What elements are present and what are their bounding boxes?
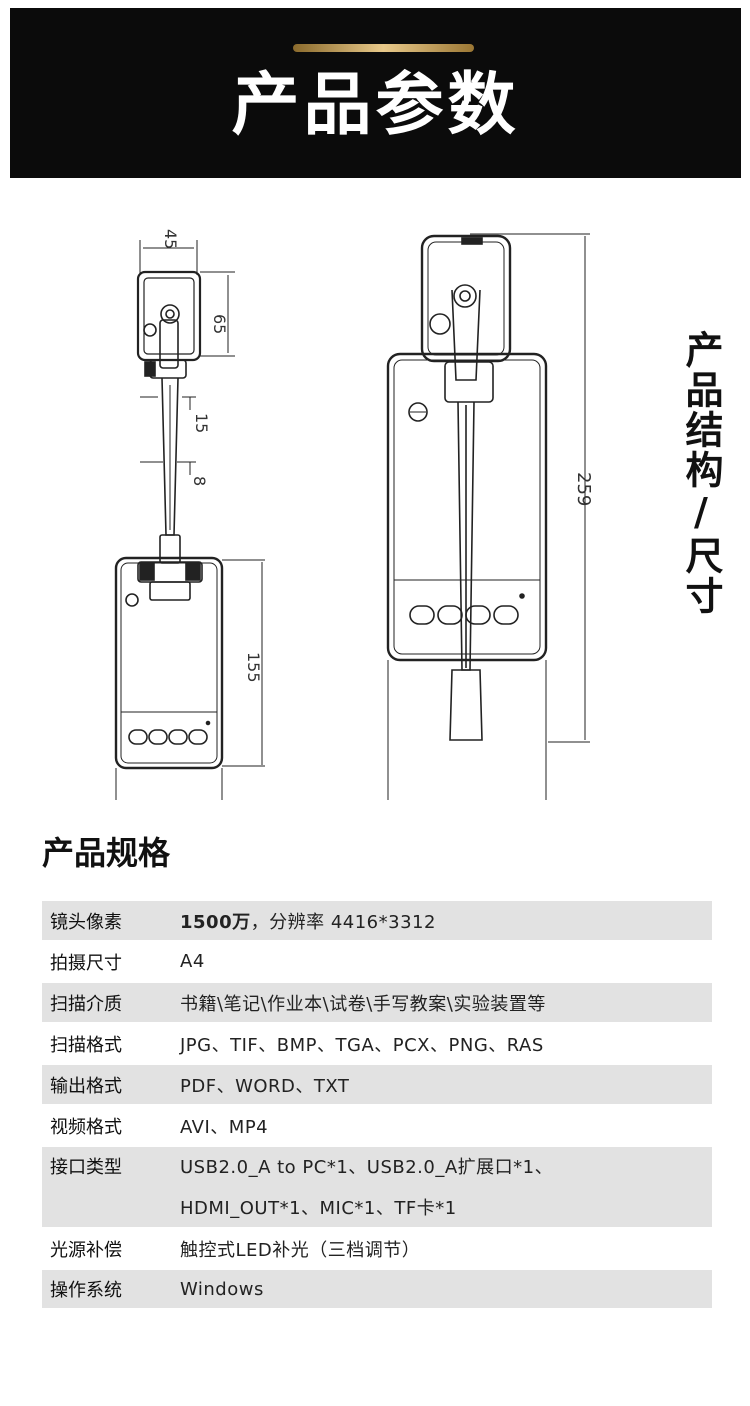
spec-value: 1500万，分辨率 4416*3312 xyxy=(170,908,712,934)
spec-row-video-format: 视频格式 AVI、MP4 xyxy=(42,1106,712,1147)
spec-row-light-compensation: 光源补偿 触控式LED补光（三档调节） xyxy=(42,1229,712,1270)
spec-value: 触控式LED补光（三档调节） xyxy=(180,1239,421,1261)
dim-15: 15 xyxy=(192,413,211,433)
spec-value: 书籍\笔记\作业本\试卷\手写教案\实验装置等 xyxy=(180,993,546,1015)
spec-value: A4 xyxy=(180,951,205,972)
spec-value: PDF、WORD、TXT xyxy=(180,1075,350,1097)
spec-label: 视频格式 xyxy=(50,1116,122,1138)
spec-row-scan-media: 扫描介质 书籍\笔记\作业本\试卷\手写教案\实验装置等 xyxy=(42,983,712,1024)
spec-label: 输出格式 xyxy=(50,1075,122,1097)
spec-value: AVI、MP4 xyxy=(180,1116,269,1138)
dim-45: 45 xyxy=(161,229,180,249)
spec-label: 扫描介质 xyxy=(50,993,122,1015)
page-title: 产品参数 xyxy=(231,66,520,145)
header-banner: 产品参数 xyxy=(10,8,741,178)
dimension-diagram: 45 65 15 8 155 xyxy=(0,190,750,805)
left-device-drawing xyxy=(114,240,265,800)
spec-value-line-1: USB2.0_A to PC*1、USB2.0_A扩展口*1、 xyxy=(180,1157,554,1178)
spec-row-lens-pixels: 镜头像素 1500万，分辨率 4416*3312 xyxy=(42,901,712,942)
spec-label: 接口类型 xyxy=(50,1157,122,1178)
gold-accent-bar xyxy=(293,44,474,52)
dim-8: 8 xyxy=(190,476,209,486)
spec-row-os: 操作系统 Windows xyxy=(42,1270,712,1310)
spec-value-bold: 1500万 xyxy=(180,911,251,933)
spec-table: 镜头像素 1500万，分辨率 4416*3312 拍摄尺寸 A4 扫描介质 书籍… xyxy=(42,901,712,1310)
right-device-drawing xyxy=(386,233,590,800)
structure-size-title: 产品结构/尺寸 xyxy=(679,330,723,616)
spec-value: USB2.0_A to PC*1、USB2.0_A扩展口*1、 HDMI_OUT… xyxy=(170,1147,712,1229)
spec-label: 操作系统 xyxy=(50,1280,122,1301)
dim-259: 259 xyxy=(573,472,594,506)
spec-row-scan-format: 扫描格式 JPG、TIF、BMP、TGA、PCX、PNG、RAS xyxy=(42,1024,712,1065)
device-line-drawing: 45 65 15 8 155 xyxy=(114,229,594,800)
spec-value: Windows xyxy=(180,1278,264,1300)
spec-row-capture-size: 拍摄尺寸 A4 xyxy=(42,942,712,983)
spec-value-text: ，分辨率 4416*3312 xyxy=(250,911,436,933)
spec-heading: 产品规格 xyxy=(42,834,171,872)
dim-155: 155 xyxy=(244,652,263,683)
spec-row-interface: 接口类型 USB2.0_A to PC*1、USB2.0_A扩展口*1、 HDM… xyxy=(42,1147,712,1229)
spec-row-output-format: 输出格式 PDF、WORD、TXT xyxy=(42,1065,712,1106)
spec-label: 扫描格式 xyxy=(50,1034,122,1056)
dim-65: 65 xyxy=(210,314,229,334)
spec-label: 拍摄尺寸 xyxy=(50,952,122,974)
spec-label: 光源补偿 xyxy=(50,1239,122,1261)
spec-value: JPG、TIF、BMP、TGA、PCX、PNG、RAS xyxy=(180,1034,544,1056)
spec-label: 镜头像素 xyxy=(50,911,122,933)
spec-value-line-2: HDMI_OUT*1、MIC*1、TF卡*1 xyxy=(180,1198,457,1219)
